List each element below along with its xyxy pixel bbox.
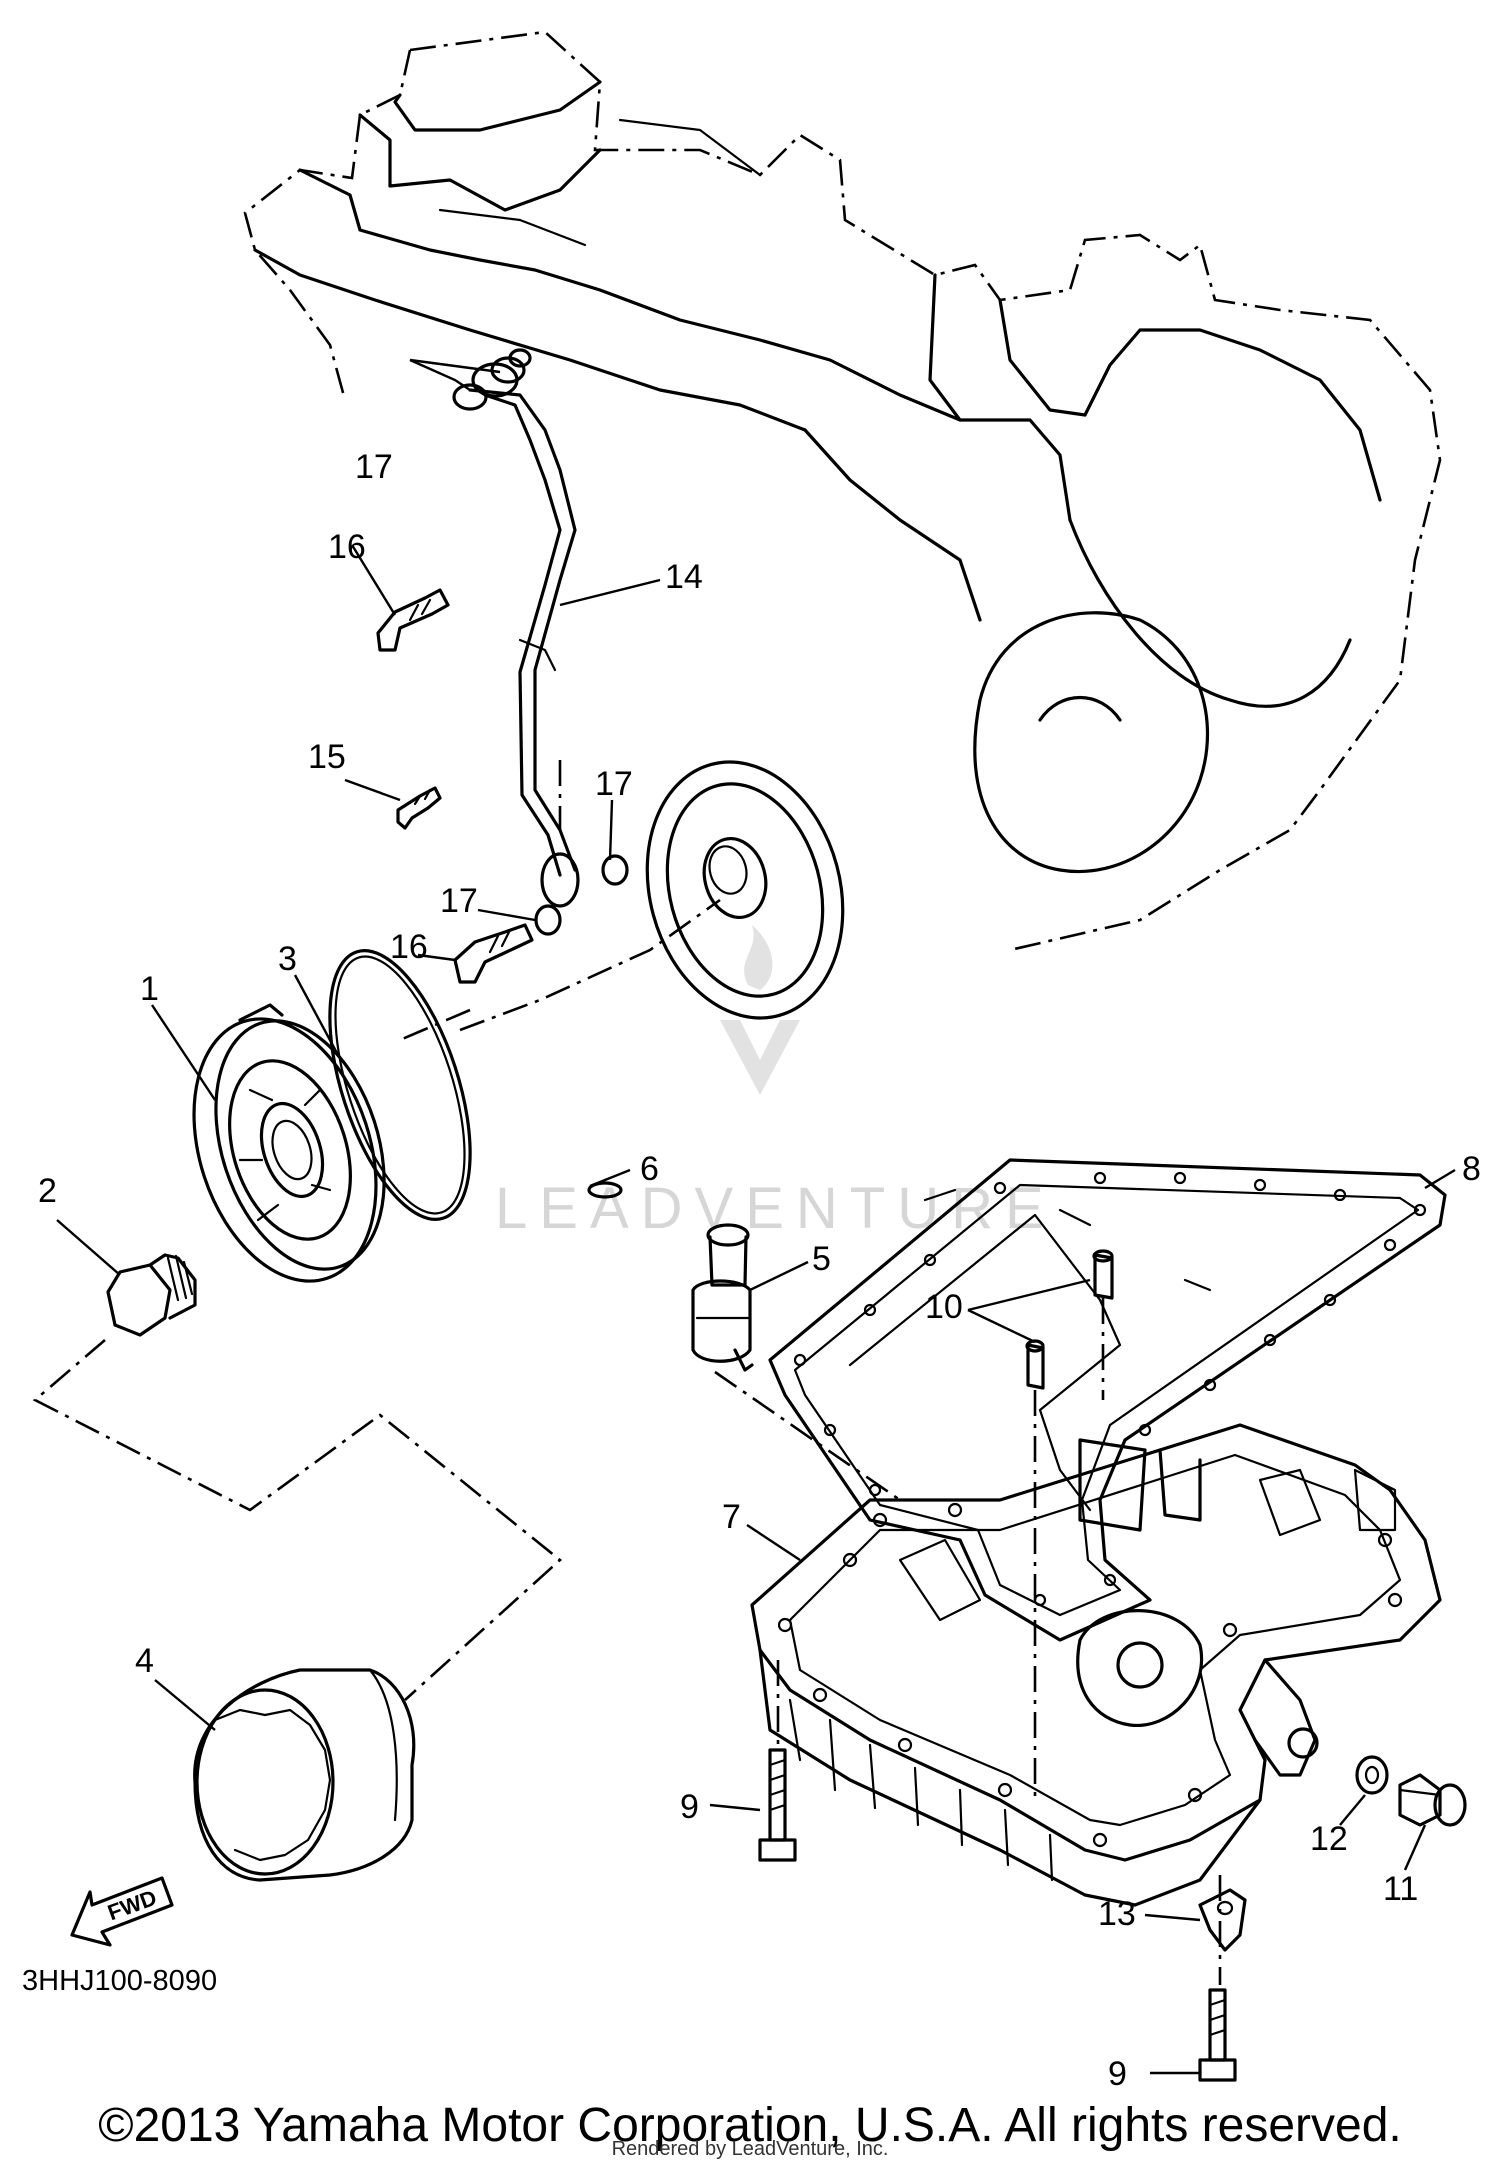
oil-delivery-pipe (468, 362, 580, 908)
copyright-notice: ©2013 Yamaha Motor Corporation, U.S.A. A… (98, 2099, 1402, 2152)
watermark-text: LEADVENTURE (495, 1176, 1056, 1241)
callout-16-top: 16 (328, 528, 366, 566)
callout-4: 4 (135, 1642, 154, 1680)
gasket-bolt-holes (793, 1171, 1427, 1607)
dowel-pins-10 (1025, 1249, 1114, 1800)
callout-7: 7 (722, 1498, 741, 1536)
callout-16-low: 16 (390, 928, 428, 966)
washer-17-low (534, 904, 562, 936)
washer-17-top-b (490, 356, 526, 384)
filter-mount-boss (645, 760, 845, 1020)
callout-8: 8 (1462, 1150, 1481, 1188)
engine-crankcase (243, 30, 1442, 952)
bolt-15 (396, 786, 442, 830)
callout-17-low: 17 (440, 882, 478, 920)
oil-pan-7 (750, 1423, 1442, 1907)
fwd-arrow-icon: FWD (70, 1876, 174, 1947)
callout-10: 10 (925, 1288, 963, 1326)
callout-14: 14 (665, 558, 703, 596)
washer-17-top-a (452, 383, 488, 411)
clamp-13 (1198, 1888, 1247, 1952)
callout-17-mid: 17 (595, 765, 633, 803)
oil-filter-4 (193, 1668, 416, 1882)
callout-5: 5 (812, 1240, 831, 1278)
union-bolt-16-top (376, 588, 450, 652)
callout-labels: 17 16 14 15 17 17 16 3 1 2 4 6 5 8 10 7 … (38, 448, 1481, 2093)
union-bolt-16-low (453, 923, 534, 984)
callout-1: 1 (140, 970, 159, 1008)
callout-9-lower: 9 (1108, 2055, 1127, 2093)
washer-17-mid (601, 854, 629, 886)
callout-13: 13 (1098, 1895, 1136, 1933)
callout-9-upper: 9 (680, 1788, 699, 1826)
oil-cooler-1 (192, 1003, 386, 1283)
oil-pan-gasket-8 (768, 1158, 1447, 1642)
callout-6: 6 (640, 1150, 659, 1188)
relief-valve-5 (691, 1223, 754, 1372)
callout-2: 2 (38, 1172, 57, 1210)
drain-plug-11 (1398, 1773, 1467, 1827)
callout-11: 11 (1383, 1870, 1418, 1908)
leader-lines (56, 358, 1456, 2075)
pan-bolt-holes (777, 1502, 1403, 1848)
o-ring-6 (587, 1181, 623, 1199)
diagram-part-code: 3HHJ100-8090 (22, 1965, 218, 1997)
gasket-washer-12 (1355, 1755, 1389, 1795)
bolts (376, 588, 534, 984)
rendered-by-notice: Rendered by LeadVenture, Inc. (611, 2138, 889, 2160)
union-bolt-2 (106, 1253, 197, 1337)
callout-17-top: 17 (355, 448, 393, 486)
callout-12: 12 (1310, 1820, 1348, 1858)
o-ring-3 (328, 949, 472, 1221)
callout-3: 3 (278, 940, 297, 978)
copper-washers (452, 348, 629, 936)
callout-15: 15 (308, 738, 346, 776)
